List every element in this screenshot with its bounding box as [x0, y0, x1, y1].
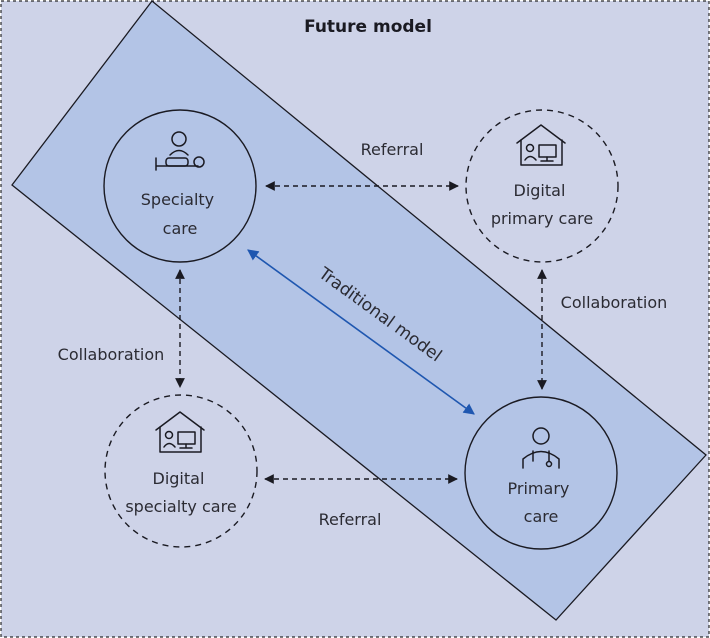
specialty-care-node — [103, 109, 257, 263]
digital-specialty-care-label-2: specialty care — [125, 497, 236, 516]
primary-care-label-1: Primary — [508, 479, 570, 498]
digital-primary-care-node — [465, 109, 619, 263]
digital-specialty-care-node — [104, 394, 258, 548]
home-computer-icon — [516, 124, 566, 166]
digital-specialty-care-label-1: Digital — [153, 469, 205, 488]
svg-text:Digital primary care: Digital primary care — [491, 181, 593, 228]
doctor-icon — [522, 427, 560, 469]
traditional-model-arrow — [247, 249, 475, 415]
specialty-care-label-2: care — [163, 219, 198, 238]
primary-care-label-2: care — [524, 507, 559, 526]
digital-primary-care-label-2: primary care — [491, 209, 593, 228]
diagram-title: Future model — [304, 17, 432, 37]
digital-primary-care-label-1: Digital — [514, 181, 566, 200]
collaboration-label-left: Collaboration — [58, 345, 165, 364]
svg-text:Specialty care: Specialty care — [141, 190, 219, 238]
svg-text:Digital specialty care: Digital specialty care — [125, 469, 236, 516]
collaboration-label-right: Collaboration — [561, 293, 668, 312]
home-computer-icon — [155, 411, 205, 453]
referral-label-top: Referral — [361, 140, 424, 159]
svg-text:Primary care: Primary care — [508, 479, 575, 526]
specialty-care-label-1: Specialty — [141, 190, 214, 209]
referral-label-bottom: Referral — [319, 510, 382, 529]
patient-in-bed-icon — [155, 131, 205, 171]
primary-care-node — [464, 396, 618, 550]
